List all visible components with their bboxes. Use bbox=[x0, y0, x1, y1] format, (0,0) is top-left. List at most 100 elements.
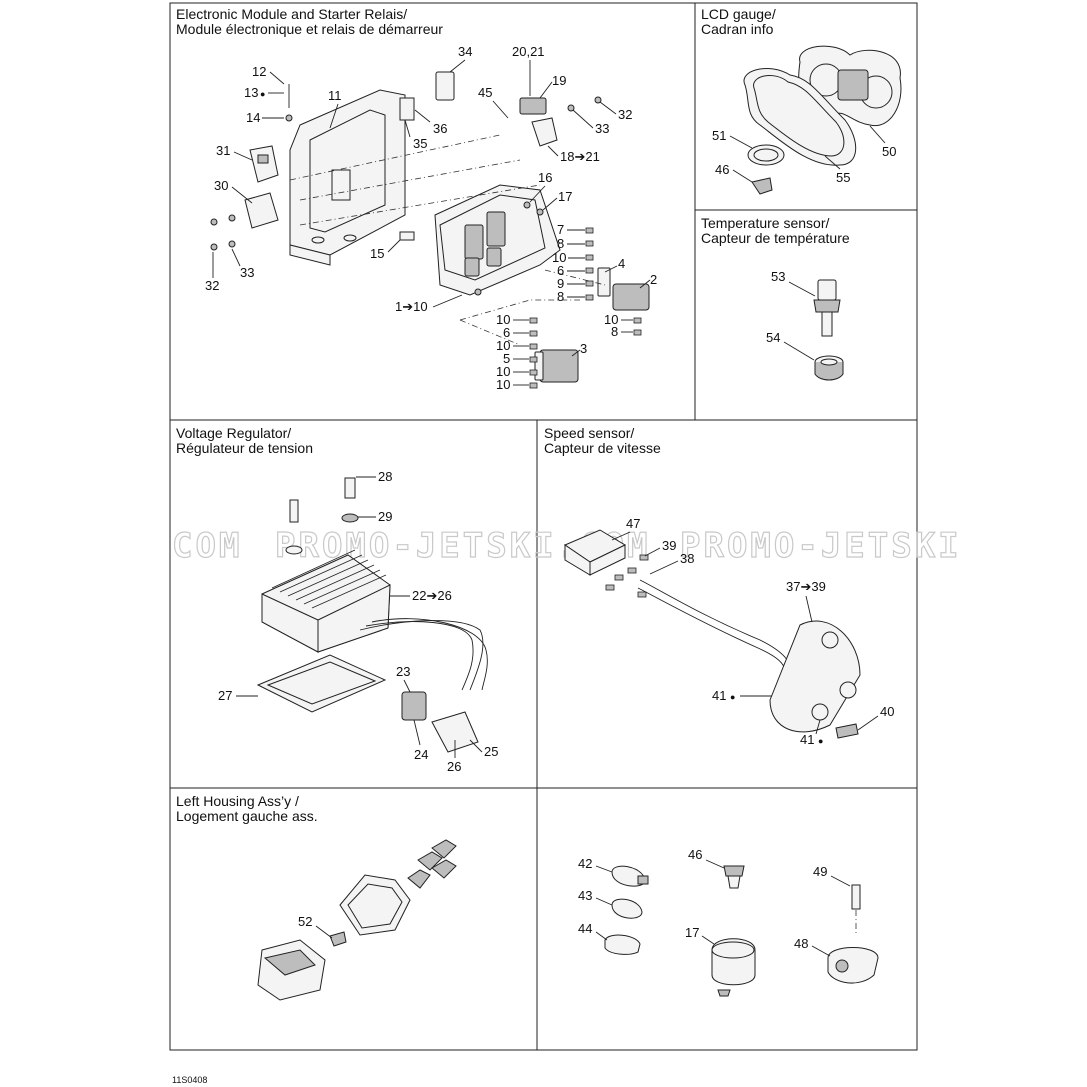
callout: 6 bbox=[557, 263, 564, 278]
callout: 32 bbox=[618, 107, 632, 122]
callout: 8 bbox=[557, 289, 564, 304]
oil-drop-icon: ● bbox=[260, 89, 265, 99]
callout: 55 bbox=[836, 170, 850, 185]
panel-subtitle-voltage-regulator: Régulateur de tension bbox=[176, 440, 313, 456]
callout: 52 bbox=[298, 914, 312, 929]
panel-subtitle-lcd-gauge: Cadran info bbox=[701, 21, 774, 37]
callout: 50 bbox=[882, 144, 896, 159]
panel-title-electronic-module: Electronic Module and Starter Relais/ bbox=[176, 6, 407, 22]
callout: 31 bbox=[216, 143, 230, 158]
callout: 33 bbox=[240, 265, 254, 280]
callout: 10 bbox=[496, 377, 510, 392]
callout: 33 bbox=[595, 121, 609, 136]
panel-frames bbox=[169, 2, 918, 1051]
callout: 19 bbox=[552, 73, 566, 88]
figure-reference: 11S0408 bbox=[172, 1075, 207, 1085]
callout: 20,21 bbox=[512, 44, 545, 59]
voltage-regulator-drawing bbox=[256, 477, 488, 753]
callout: 49 bbox=[813, 864, 827, 879]
callout: 7 bbox=[557, 222, 564, 237]
misc-parts-drawing bbox=[604, 865, 879, 997]
callout: 37➔39 bbox=[786, 579, 826, 594]
callout: 27 bbox=[218, 688, 232, 703]
callout: 45 bbox=[478, 85, 492, 100]
callout: 36 bbox=[433, 121, 447, 136]
callout: 8 bbox=[557, 236, 564, 251]
callout: 22➔26 bbox=[412, 588, 452, 603]
callout: 13 bbox=[244, 85, 258, 100]
panel-title-temperature-sensor: Temperature sensor/ bbox=[701, 215, 830, 231]
callout: 2 bbox=[650, 272, 657, 287]
lcd-gauge-callouts: 51 46 50 55 bbox=[712, 125, 896, 185]
callout: 17 bbox=[558, 189, 572, 204]
panel-title-left-housing: Left Housing Ass’y / bbox=[176, 793, 299, 809]
panel-subtitle-left-housing: Logement gauche ass. bbox=[176, 808, 318, 824]
callout: 35 bbox=[413, 136, 427, 151]
voltage-regulator-callouts: 28 29 22➔26 27 23 24 26 25 bbox=[218, 469, 498, 774]
callout: 32 bbox=[205, 278, 219, 293]
callout: 26 bbox=[447, 759, 461, 774]
callout: 10 bbox=[496, 364, 510, 379]
callout: 23 bbox=[396, 664, 410, 679]
oil-drop-icon: ● bbox=[730, 692, 735, 702]
callout: 34 bbox=[458, 44, 472, 59]
callout: 6 bbox=[503, 325, 510, 340]
callout: 9 bbox=[557, 276, 564, 291]
callout: 53 bbox=[771, 269, 785, 284]
callout: 41 bbox=[800, 732, 814, 747]
callout: 15 bbox=[370, 246, 384, 261]
callout: 48 bbox=[794, 936, 808, 951]
callout: 47 bbox=[626, 516, 640, 531]
callout: 30 bbox=[214, 178, 228, 193]
callout: 18➔21 bbox=[560, 149, 600, 164]
left-housing-drawing bbox=[257, 839, 457, 1001]
callout: 44 bbox=[578, 921, 592, 936]
callout: 17 bbox=[685, 925, 699, 940]
panel-title-speed-sensor: Speed sensor/ bbox=[544, 425, 634, 441]
speed-sensor-drawing bbox=[563, 529, 861, 739]
panel-subtitle-electronic-module: Module électronique et relais de démarre… bbox=[176, 21, 443, 37]
callout: 25 bbox=[484, 744, 498, 759]
callout: 10 bbox=[604, 312, 618, 327]
callout: 43 bbox=[578, 888, 592, 903]
electronic-module-callouts: 12 13 ● 14 11 31 30 32 33 34 20,21 19 45… bbox=[205, 44, 657, 392]
callout: 14 bbox=[246, 110, 260, 125]
panel-subtitle-temperature-sensor: Capteur de température bbox=[701, 230, 850, 246]
callout: 1➔10 bbox=[395, 299, 428, 314]
panel-title-lcd-gauge: LCD gauge/ bbox=[701, 6, 776, 22]
callout: 16 bbox=[538, 170, 552, 185]
callout: 42 bbox=[578, 856, 592, 871]
temperature-sensor-callouts: 53 54 bbox=[766, 269, 816, 361]
svg-text:PROMO-JETSKI: PROMO-JETSKI bbox=[680, 526, 962, 566]
callout: 10 bbox=[496, 312, 510, 327]
callout: 3 bbox=[580, 341, 587, 356]
callout: 11 bbox=[328, 88, 342, 103]
svg-text:COM: COM bbox=[172, 526, 242, 566]
callout: 29 bbox=[378, 509, 392, 524]
callout: 8 bbox=[611, 324, 618, 339]
panel-title-voltage-regulator: Voltage Regulator/ bbox=[176, 425, 291, 441]
speed-sensor-callouts: 47 39 38 37➔39 41 ● 40 41 ● bbox=[611, 516, 894, 747]
callout: 5 bbox=[503, 351, 510, 366]
callout: 38 bbox=[680, 551, 694, 566]
callout: 28 bbox=[378, 469, 392, 484]
temperature-sensor-drawing bbox=[813, 279, 844, 381]
callout: 46 bbox=[688, 847, 702, 862]
panel-subtitle-speed-sensor: Capteur de vitesse bbox=[544, 440, 661, 456]
callout: 54 bbox=[766, 330, 780, 345]
misc-parts-callouts: 42 43 44 46 17 49 48 bbox=[578, 847, 851, 957]
callout: 24 bbox=[414, 747, 428, 762]
callout: 46 bbox=[715, 162, 729, 177]
callout: 39 bbox=[662, 538, 676, 553]
callout: 12 bbox=[252, 64, 266, 79]
callout: 40 bbox=[880, 704, 894, 719]
callout: 4 bbox=[618, 256, 625, 271]
callout: 51 bbox=[712, 128, 726, 143]
electronic-module-drawing bbox=[210, 71, 650, 389]
panel-titles: Electronic Module and Starter Relais/ Mo… bbox=[176, 6, 850, 824]
callout: 10 bbox=[552, 250, 566, 265]
oil-drop-icon: ● bbox=[818, 736, 823, 746]
lcd-gauge-drawing bbox=[743, 45, 902, 195]
callout: 10 bbox=[496, 338, 510, 353]
